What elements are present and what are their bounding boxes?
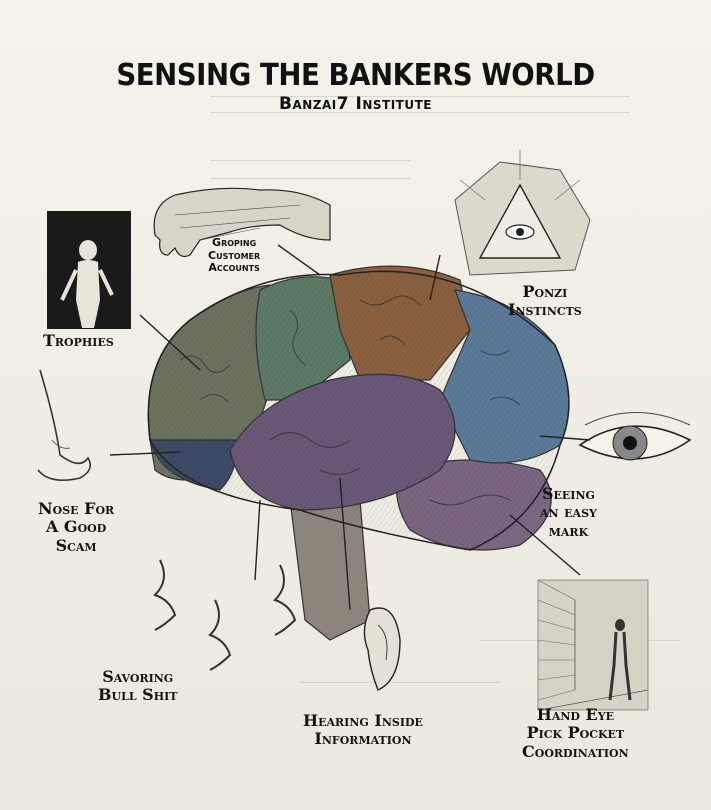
background-text-line xyxy=(210,112,630,113)
label-handeye: Hand Eye Pick Pocket Coordination xyxy=(522,705,629,761)
label-line: Trophies xyxy=(43,331,114,350)
label-line: Ponzi xyxy=(522,282,568,301)
pointer-lines xyxy=(109,244,591,611)
label-hearing: Hearing Inside Information xyxy=(303,711,423,749)
background-text-line xyxy=(300,682,500,683)
label-line: Customer xyxy=(208,248,261,262)
label-line: Instincts xyxy=(508,300,582,320)
eye-illustration xyxy=(578,412,692,461)
label-line: Information xyxy=(314,729,412,749)
label-ponzi: Ponzi Instincts xyxy=(508,282,582,320)
background-text-line xyxy=(210,96,630,97)
label-groping: Groping Customer Accounts xyxy=(208,236,261,275)
label-line: A Good xyxy=(45,517,107,537)
brain-texture xyxy=(147,270,570,551)
label-line: mark xyxy=(548,520,589,540)
poster-title: SENSING THE BANKERS WORLD xyxy=(116,58,595,93)
trophies-picture xyxy=(47,211,131,329)
background-text-line xyxy=(210,160,410,161)
label-line: Bull Shit xyxy=(98,685,178,705)
label-line: Hearing Inside xyxy=(303,711,423,730)
label-line: Groping xyxy=(212,236,257,249)
hand-illustration xyxy=(153,187,331,258)
label-trophies: Trophies xyxy=(43,331,114,350)
label-line: Nose For xyxy=(38,499,115,518)
nose-illustration xyxy=(37,369,91,481)
brain-folds xyxy=(179,295,521,506)
label-line: Scam xyxy=(55,535,97,555)
label-nose: Nose For A Good Scam xyxy=(38,499,115,555)
background-text-line xyxy=(210,178,410,179)
label-line: Accounts xyxy=(208,261,260,275)
label-savoring: Savoring Bull Shit xyxy=(98,667,178,705)
pyramid-eye-illustration xyxy=(454,150,591,276)
label-seeing: Seeing an easy mark xyxy=(540,484,597,540)
ear-illustration xyxy=(363,607,401,691)
poster-subtitle: Banzai7 Institute xyxy=(279,94,432,114)
label-line: Seeing xyxy=(541,484,595,503)
label-line: Coordination xyxy=(522,741,629,761)
label-line: Hand Eye xyxy=(536,705,614,724)
lips-illustration xyxy=(153,559,297,671)
label-line: an easy xyxy=(540,502,597,522)
label-line: Savoring xyxy=(102,667,174,686)
perspective-drawing xyxy=(537,579,649,711)
label-line: Pick Pocket xyxy=(526,723,625,743)
